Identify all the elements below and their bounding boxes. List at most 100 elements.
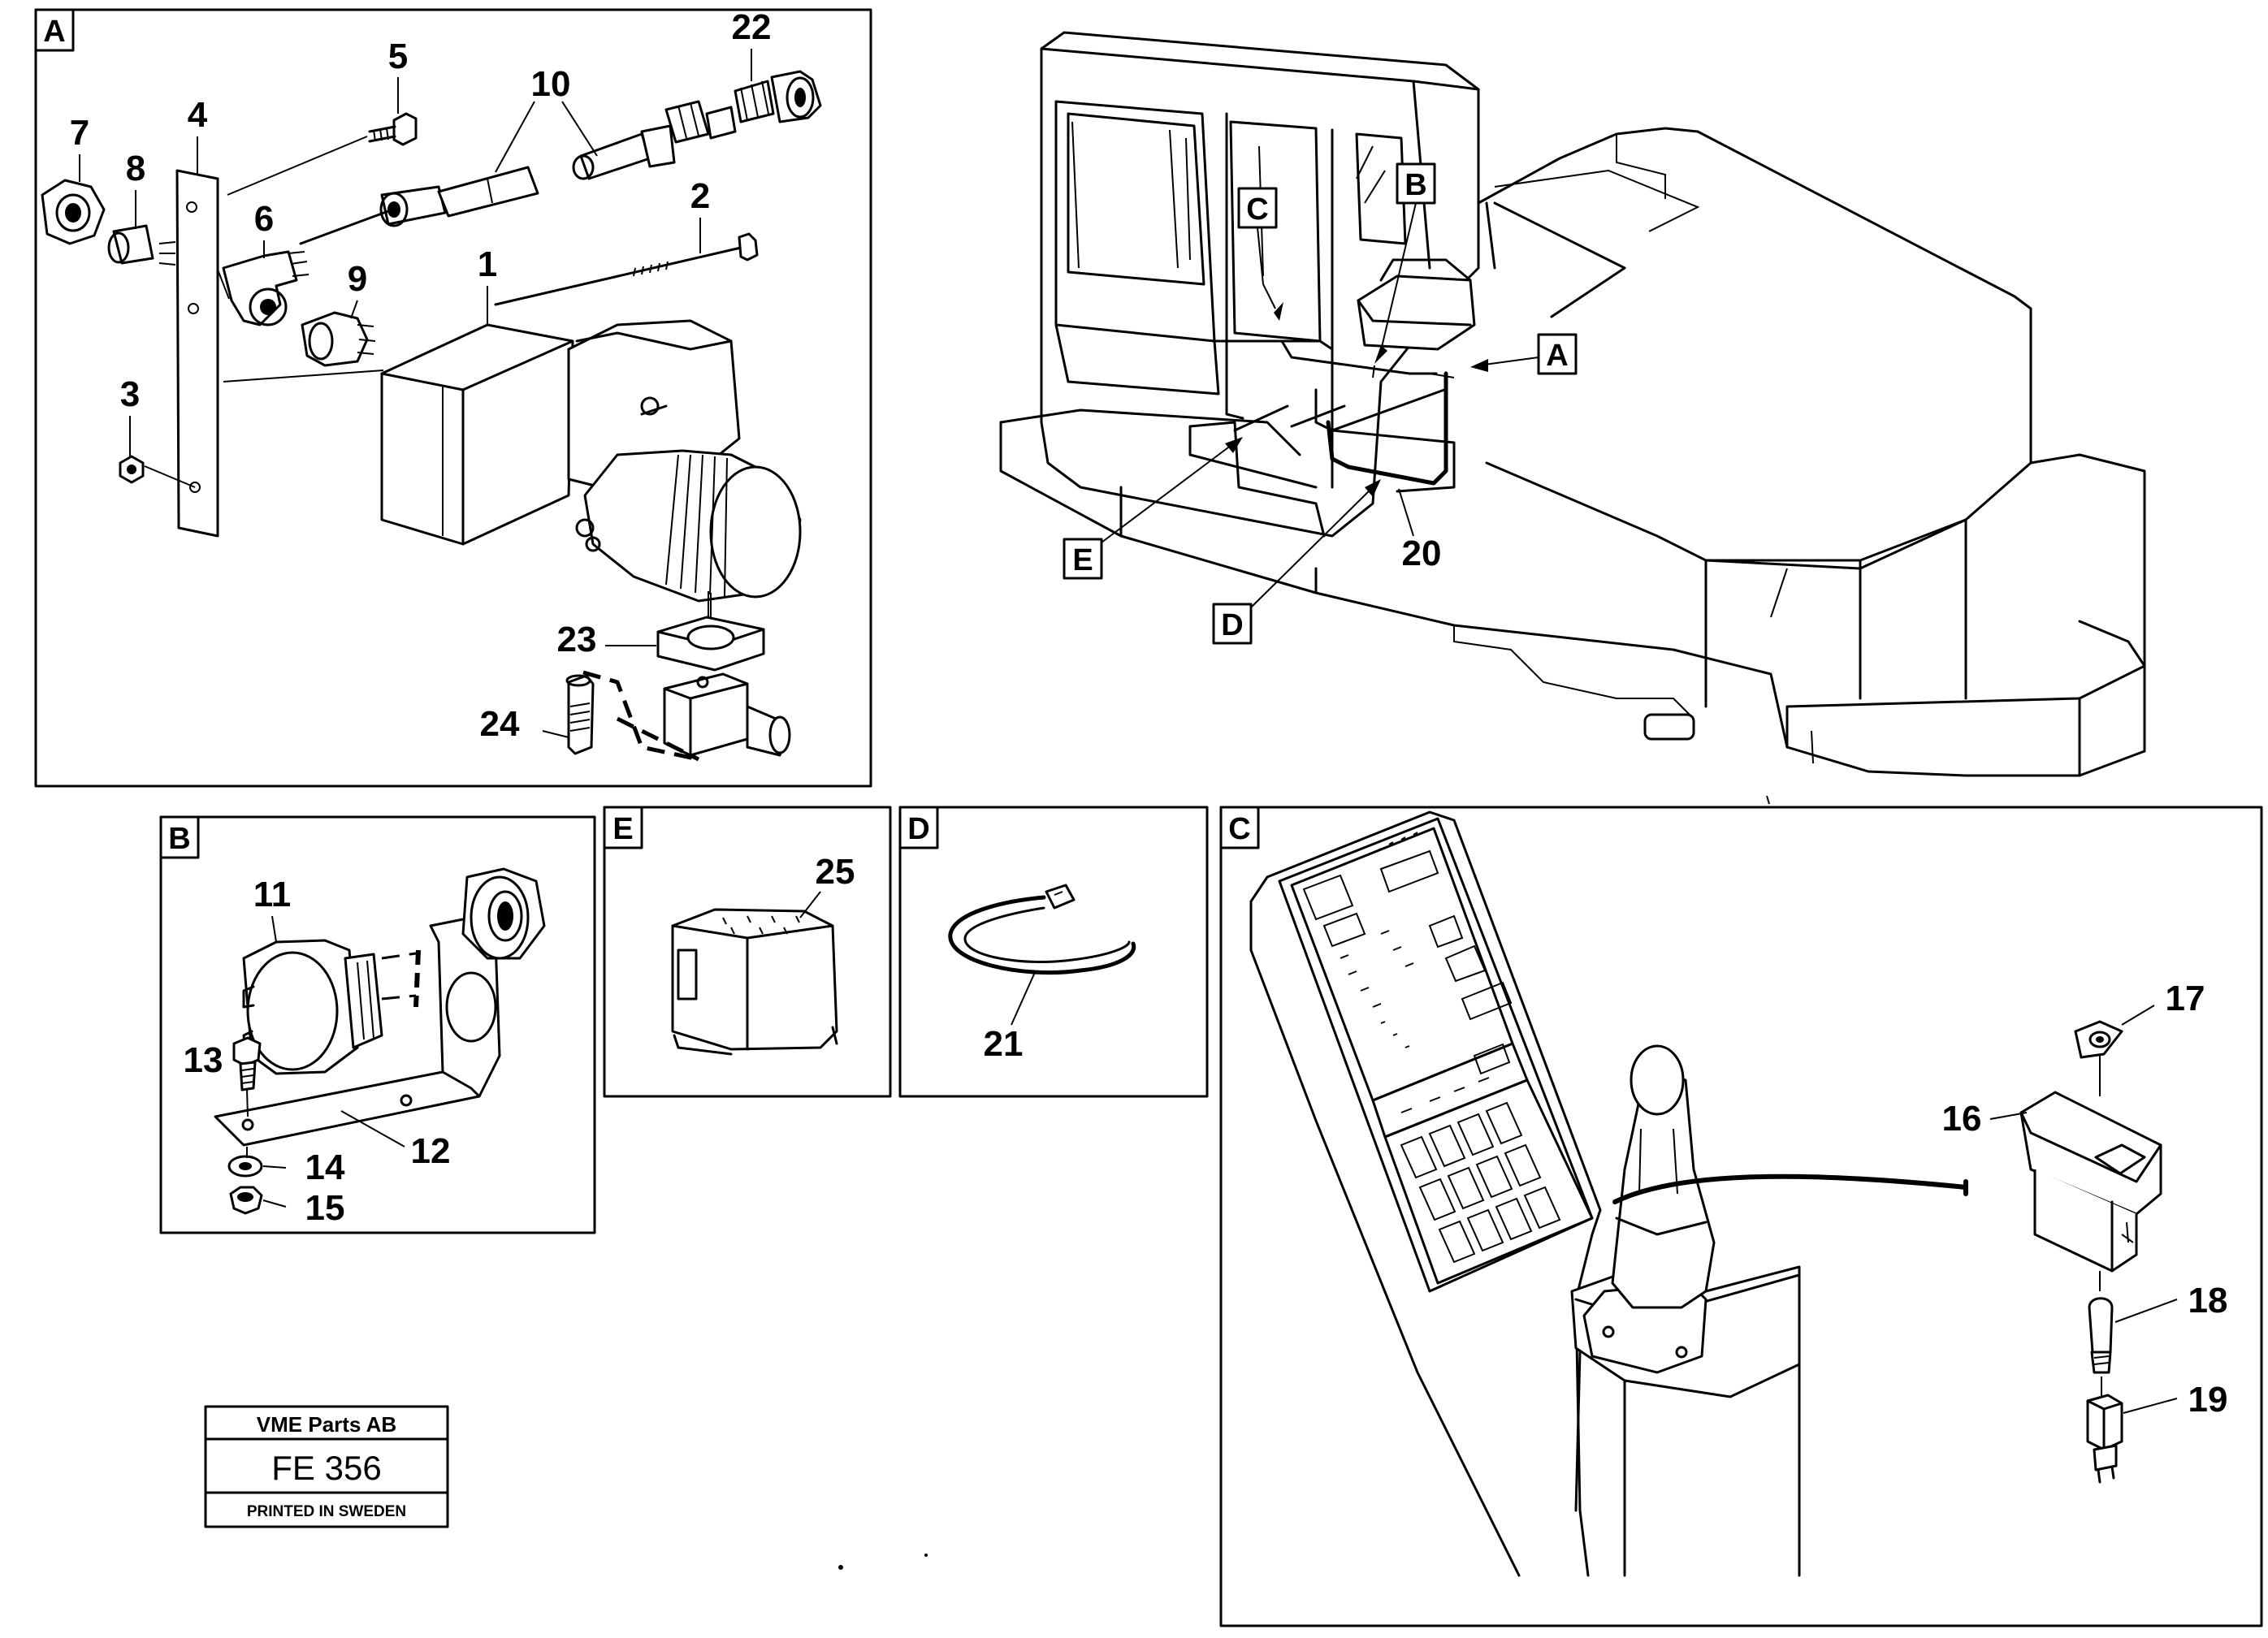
panel-e-frame [603, 806, 892, 1098]
callout-7: 7 [70, 113, 89, 153]
washer-14-drawing [227, 1147, 263, 1178]
holder-19-drawing [2086, 1394, 2123, 1484]
overview-tag-b-box [1396, 162, 1436, 205]
panel-d-label-box [898, 806, 939, 849]
callout-1: 1 [478, 244, 497, 284]
overview-tag-c: C [1246, 192, 1268, 227]
callout-18: 18 [2188, 1281, 2228, 1320]
rocker-switch-16-drawing [2019, 1091, 2162, 1291]
overview-tag-e: E [1072, 543, 1093, 577]
joystick-drawing [1570, 1044, 1801, 1577]
fitting-8-drawing [107, 224, 176, 266]
panel-a-callouts: 5 10 22 7 4 8 6 2 9 1 3 23 24 [70, 7, 772, 744]
panel-b-label: B [168, 822, 190, 856]
callout-23: 23 [557, 620, 597, 659]
callout-14: 14 [305, 1147, 345, 1187]
relay-25-drawing [671, 908, 838, 1056]
callout-10: 10 [531, 64, 571, 104]
callout-16: 16 [1942, 1099, 1982, 1139]
panel-c: C [838, 806, 2263, 1627]
hose-10-drawing [299, 166, 539, 245]
elbow-22-drawing [734, 70, 822, 123]
control-console-drawing [1249, 810, 1968, 1577]
callout-11: 11 [253, 875, 292, 914]
overview-tag-c-box [1237, 187, 1278, 229]
screw-5-drawing [227, 112, 418, 196]
location-e-line [1233, 404, 1346, 432]
callout-4: 4 [188, 95, 208, 135]
panel-d-label: D [907, 812, 929, 846]
panel-c-frame [1219, 806, 2263, 1627]
switch-11-drawing [242, 939, 383, 1075]
nut-15-drawing [229, 1186, 263, 1215]
bracket-4-drawing [175, 169, 219, 538]
panel-b: B [159, 815, 596, 1234]
title-code: FE 356 [271, 1449, 381, 1487]
callout-22: 22 [732, 7, 772, 47]
callout-25: 25 [816, 852, 855, 892]
title-block: VME Parts AB FE 356 PRINTED IN SWEDEN [204, 1405, 449, 1528]
dashed-link-b2 [413, 949, 421, 1008]
switch-grid [1383, 1078, 1594, 1285]
overview-tag-d: D [1221, 608, 1243, 642]
panel-d: D 21 [898, 806, 1209, 1098]
panel-a-frame [34, 8, 872, 788]
callout-8: 8 [126, 149, 145, 188]
panel-b-frame [159, 815, 596, 1234]
panel-a: A [34, 8, 872, 788]
valve-1-drawing [380, 319, 802, 603]
adapter-9-drawing [301, 311, 376, 367]
machine-overview [999, 31, 2146, 805]
title-printed: PRINTED IN SWEDEN [247, 1503, 406, 1520]
screw-24-drawing [542, 674, 595, 755]
title-company: VME Parts AB [257, 1412, 396, 1437]
location-c-line [1280, 339, 1438, 375]
panel-d-frame [898, 806, 1209, 1098]
panel-a-label: A [43, 15, 65, 49]
gasket-23-drawing [656, 593, 765, 672]
overview-tag-a: A [1546, 339, 1568, 373]
step-light [1643, 713, 1695, 741]
callout-6: 6 [254, 199, 274, 239]
callout-9: 9 [348, 259, 367, 299]
panel-c-label: C [1228, 812, 1250, 846]
cover-17-drawing [2074, 1020, 2123, 1096]
callout-3: 3 [120, 374, 140, 414]
cable-to-switch [1612, 1173, 1968, 1204]
panel-b-callouts: 11 13 12 14 15 [184, 875, 451, 1228]
callout-13: 13 [184, 1040, 223, 1080]
nut-3-drawing [119, 370, 384, 488]
panel-e-label-box [603, 806, 643, 849]
panel-c-callouts: 17 16 18 19 [1942, 979, 2228, 1420]
panel-b-label-box [159, 815, 200, 859]
panel-a-label-box [34, 8, 75, 52]
bolt-2-drawing [494, 232, 759, 306]
overview-tag-e-box [1063, 538, 1103, 580]
callout-19: 19 [2188, 1380, 2228, 1420]
location-e-line-2 [1331, 388, 1446, 432]
bulb-18-drawing [2088, 1297, 2114, 1397]
callout-12: 12 [411, 1131, 451, 1171]
overview-tags: C B A E D 20 [1063, 162, 1578, 645]
cable-tie-21-drawing [948, 884, 1136, 975]
hose-10b-drawing [572, 100, 737, 180]
cable-20 [1326, 371, 1448, 486]
dashed-link-a [582, 670, 700, 762]
callout-15: 15 [305, 1188, 345, 1228]
dashed-link-b [381, 952, 417, 1001]
coil-plug-drawing [663, 672, 791, 757]
callout-2: 2 [690, 176, 710, 216]
screw-13-drawing [232, 1036, 262, 1117]
panel-e-label: E [612, 812, 633, 846]
overview-tag-b: B [1405, 168, 1426, 202]
elbow-6-drawing [217, 250, 309, 326]
callout-24: 24 [480, 704, 520, 744]
panel-e: E 25 [603, 806, 892, 1098]
callout-5: 5 [388, 37, 408, 76]
callout-21: 21 [984, 1024, 1024, 1064]
callout-20: 20 [1402, 534, 1442, 573]
overview-tag-d-box [1212, 603, 1253, 645]
panel-c-label-box [1219, 806, 1260, 849]
nut-ring-drawing [461, 867, 546, 960]
